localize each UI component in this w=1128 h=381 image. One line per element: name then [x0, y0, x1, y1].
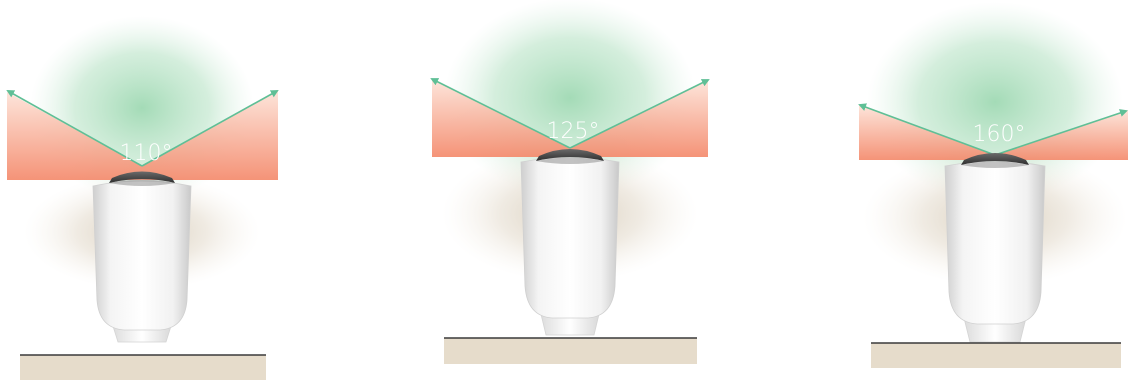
panel-3: 160°: [858, 2, 1128, 368]
fov-ray-left: [6, 90, 143, 167]
floor-surface: [444, 338, 697, 364]
floor-surface: [871, 343, 1121, 368]
fov-ray-right: [141, 90, 279, 167]
motion-sensor-device-icon: [92, 171, 192, 343]
angle-label: 160°: [973, 122, 1026, 147]
fov-ray-left: [430, 78, 571, 149]
fov-ray-right: [569, 79, 710, 149]
angle-label: 125°: [547, 119, 600, 144]
fov-ray-right: [994, 109, 1128, 156]
fov-ray-left: [858, 103, 996, 156]
blind-zone-left: [432, 79, 570, 157]
blind-zone-right: [142, 90, 278, 180]
floor-surface: [20, 355, 266, 380]
blind-zone-right: [570, 80, 708, 157]
blind-zone-left: [7, 92, 142, 180]
blind-zone-right: [995, 110, 1128, 160]
panel-2: 125°: [430, 0, 710, 364]
motion-sensor-device-icon: [944, 153, 1046, 343]
blind-zone-left: [859, 105, 995, 160]
motion-sensor-device-icon: [520, 149, 620, 336]
panel-1: 110°: [6, 16, 279, 380]
angle-label: 110°: [120, 141, 173, 166]
